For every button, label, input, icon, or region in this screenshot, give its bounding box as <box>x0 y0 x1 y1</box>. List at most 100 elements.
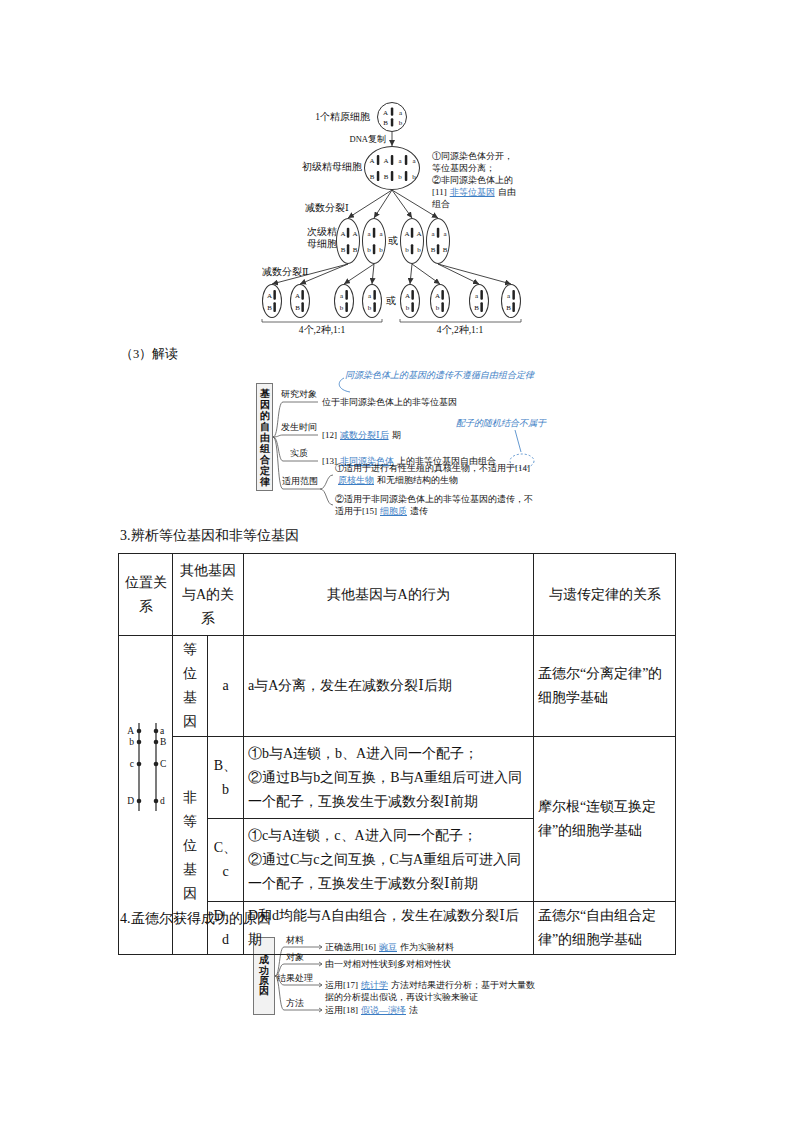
chromosome-art <box>377 102 407 132</box>
cell-line: 非等位基因 <box>177 786 203 906</box>
answer-text: 豌豆 <box>379 942 397 952</box>
chromosome-art <box>400 218 424 264</box>
text-line: 结果处理 <box>277 972 313 984</box>
note-text: 运用 <box>325 1005 343 1015</box>
chromosome-art <box>430 284 450 318</box>
allele-letter: a <box>443 230 446 238</box>
text-line: ①适用于进行有性生殖的真核生物，不适用于[14]原核生物和无细胞结构的生物 <box>335 462 536 486</box>
cell-node: AAaaBBbb <box>364 146 420 190</box>
gene-locus-dot <box>154 799 159 804</box>
allele-letter: b <box>399 119 403 127</box>
allele-letter: B <box>267 304 272 312</box>
text-group: 实质 <box>290 447 308 459</box>
connector-arrow <box>348 190 392 218</box>
text-line: 减数分裂Ⅱ <box>262 266 308 278</box>
callout-note: 配子的随机结合不属于 <box>456 418 546 428</box>
text-line: 研究对象 <box>281 388 317 400</box>
text-line: 或 <box>386 295 396 307</box>
mindmap-root-box: 基因的自由组合定律 <box>256 383 273 491</box>
note-text: 对象 <box>286 952 304 962</box>
answer-text: 原核生物 <box>338 475 374 485</box>
allele-letter: A <box>340 230 345 238</box>
allele-letter: B <box>431 246 436 254</box>
table-cell-text: 孟德尔“分离定律”的细胞学基础 <box>538 666 662 705</box>
allele-letter: B <box>506 304 511 312</box>
connector-arrow <box>344 264 374 284</box>
text-line: 4个,2种,1:1 <box>415 324 505 336</box>
table-cell: 其他基因与A的关系 <box>173 554 244 636</box>
cell-line: 其他基因与A的关系 <box>177 559 239 631</box>
text-line: （3）解读 <box>120 346 178 363</box>
note-text: 4个,2种,1:1 <box>437 325 483 335</box>
chromosome-bar <box>411 302 414 312</box>
text-group: 材料 <box>286 934 304 946</box>
allele-letter: A <box>383 109 388 117</box>
table-cell-text: 其他基因与A的关系 <box>180 563 236 626</box>
allele-letter: a <box>379 230 382 238</box>
allele-letter: a <box>431 230 434 238</box>
chromosome-bar <box>480 302 483 312</box>
chromosome-bar <box>437 244 440 254</box>
allele-letter: A <box>352 230 357 238</box>
text-group: 配子的随机结合不属于 <box>456 417 546 429</box>
cell-node: AAbb <box>400 218 424 264</box>
text-group: 次级精母细胞 <box>307 226 337 250</box>
table-cell: 与遗传定律的关系 <box>534 554 676 636</box>
text-line: 4.孟德尔获得成功的原因 <box>120 910 271 928</box>
gene-locus-dot <box>154 729 159 734</box>
text-group: 研究对象 <box>281 388 317 400</box>
note-text: [17] <box>343 980 358 990</box>
table-cell-text: 等位基因 <box>183 642 197 729</box>
note-text: 初级精母细胞 <box>302 162 362 172</box>
chromosome-bar <box>512 302 515 312</box>
text-line: 运用[18]假说—演绎法 <box>325 1004 418 1016</box>
table-cell: C、c <box>208 819 244 902</box>
text-group: 对象 <box>286 951 304 963</box>
table-cell-text: B、b <box>214 758 237 797</box>
allele-letter: a <box>399 109 402 117</box>
note-text: [12] <box>322 430 337 440</box>
table-body: 位置关系其他基因与A的关系其他基因与A的行为与遗传定律的关系AbcDaBCd等位… <box>119 554 676 955</box>
text-group: 结果处理 <box>277 972 313 984</box>
table-cell-text: 与遗传定律的关系 <box>549 587 661 602</box>
allele-letter: B <box>341 246 346 254</box>
note-text: （3）解读 <box>120 347 178 361</box>
gene-locus-dot <box>137 740 142 745</box>
text-group: ②适用于非同源染色体上的非等位基因的遗传，不适用于[15]细胞质遗传 <box>335 493 536 517</box>
table-cell-text: 位置关系 <box>125 575 167 614</box>
note-text: 3.辨析等位基因和非等位基因 <box>120 528 299 543</box>
note-text: 作为实验材料 <box>400 942 454 952</box>
text-group: 4个,2种,1:1 <box>415 324 505 336</box>
connector-arrow <box>392 132 393 146</box>
note-text: 或 <box>386 296 396 306</box>
cell-node: aabb <box>362 218 386 264</box>
text-group: 由一对相对性状到多对相对性状 <box>325 958 451 970</box>
cell-line: ②通过B与b之间互换，B与A重组后可进入同一个配子，互换发生于减数分裂Ⅰ前期 <box>248 766 529 814</box>
table-cell: ①c与A连锁，c、A进入同一个配子；②通过C与c之间互换，C与A重组后可进入同一… <box>244 819 534 902</box>
chromosome-bar <box>301 290 304 300</box>
chromosome-art <box>262 284 282 318</box>
text-line: 运用[17]统计学方法对结果进行分析；基于对大量数据的分析提出假说，再设计实验来… <box>325 979 535 1003</box>
chromosome-bar <box>347 228 350 238</box>
table-cell-text: C、c <box>214 840 237 879</box>
chromosome-art <box>336 218 360 264</box>
note-text: ①适用于进行有性生殖的真核生物，不适用于 <box>335 463 515 473</box>
note-text: 4个,2种,1:1 <box>299 325 345 335</box>
cell-line: ②通过C与c之间互换，C与A重组后可进入同一个配子，互换发生于减数分裂Ⅰ前期 <box>248 848 529 896</box>
note-text: [18] <box>343 1005 358 1015</box>
allele-letter: b <box>417 246 421 254</box>
chromosome-bar <box>411 228 414 238</box>
cell-line: 孟德尔“自由组合定律”的细胞学基础 <box>538 904 671 952</box>
table-cell: a与A分离，发生在减数分裂Ⅰ后期 <box>244 636 534 737</box>
table-row: 非等位基因B、b①b与A连锁，b、A进入同一个配子；②通过B与b之间互换，B与A… <box>119 737 676 819</box>
allele-letter: b <box>367 246 371 254</box>
chromosome-art <box>501 284 521 318</box>
chromosome-bar <box>273 302 276 312</box>
note-text: 方法 <box>286 998 304 1008</box>
note-text: [16] <box>361 942 376 952</box>
allele-letter: B <box>384 173 389 181</box>
chromosome-bar <box>301 302 304 312</box>
allele-letter: B <box>474 304 479 312</box>
cell-line: D、d <box>212 904 239 952</box>
